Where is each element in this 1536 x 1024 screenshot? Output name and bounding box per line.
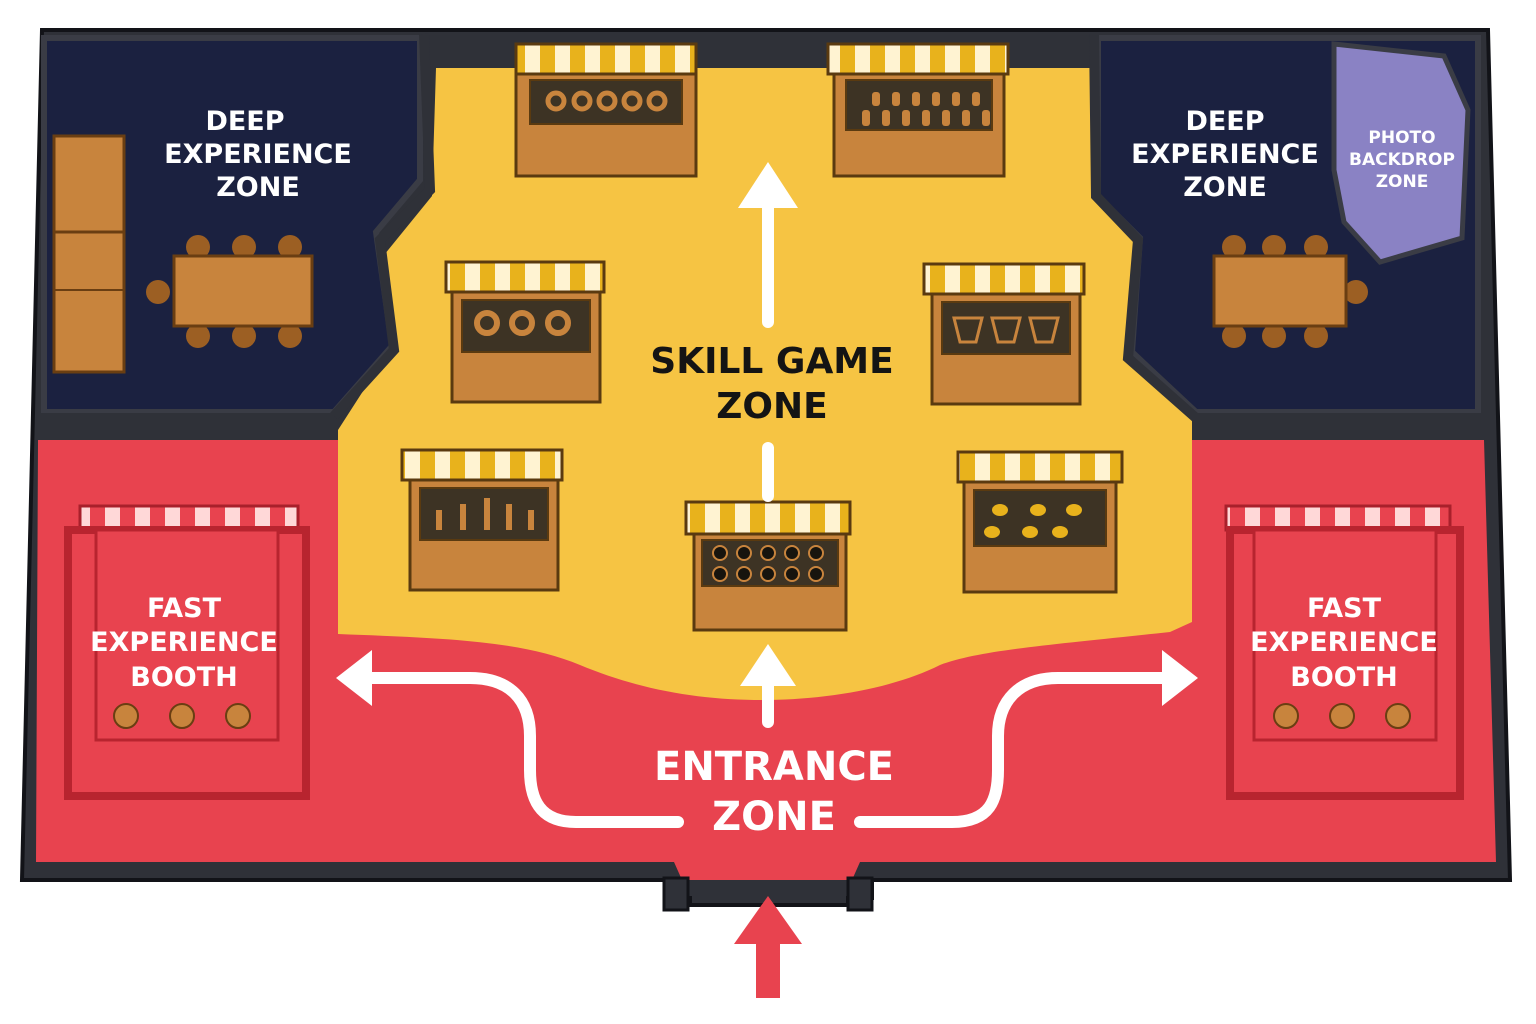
flow-arrow-right: [854, 672, 1174, 828]
fast-left-line1: FAST: [147, 593, 222, 624]
basket-icon: [952, 316, 1060, 344]
ring-toss-stall: [514, 42, 698, 178]
meeting-table-left: [146, 235, 314, 348]
photo-zone-label: PHOTO BACKDROP ZONE: [1349, 128, 1455, 192]
door-post-left: [662, 876, 690, 912]
photo-line2: BACKDROP: [1349, 150, 1455, 170]
hole-icon: [712, 545, 824, 582]
ring-icon: [545, 90, 668, 112]
hoop-ring-stall: [444, 260, 606, 404]
fast-right-line1: FAST: [1307, 593, 1382, 624]
fast-booth-right: [1224, 504, 1464, 800]
fast-left-line2: EXPERIENCE: [90, 627, 278, 658]
photo-line1: PHOTO: [1368, 128, 1435, 148]
deep-left-line2: EXPERIENCE: [164, 139, 352, 170]
flow-arrow-left: [360, 672, 684, 828]
entrance-arrow: [734, 896, 802, 998]
wall-divider-right: [1089, 33, 1482, 423]
wall-divider-left: [330, 33, 436, 420]
flow-arrows: [360, 188, 1174, 828]
duck-pond-stall: [956, 450, 1124, 594]
fast-booth-label-left: FAST EXPERIENCE BOOTH: [90, 593, 278, 693]
peg-icon: [436, 498, 534, 530]
duck-icon: [984, 504, 1082, 538]
entrance-zone-label: ENTRANCE ZONE: [654, 744, 894, 840]
deep-right-line2: EXPERIENCE: [1131, 139, 1319, 170]
deep-left-line1: DEEP: [205, 106, 284, 137]
bottle-knockdown-stall: [826, 42, 1010, 178]
entrance-line1: ENTRANCE: [654, 744, 894, 790]
deep-zone-label-right: DEEP EXPERIENCE ZONE: [1131, 106, 1319, 203]
deep-left-line3: ZONE: [216, 172, 300, 203]
skill-zone-label: SKILL GAME ZONE: [650, 341, 893, 427]
arrow-heads: [336, 162, 1198, 706]
door-post-right: [846, 876, 874, 912]
bottle-icon: [862, 92, 990, 126]
peg-game-stall: [400, 448, 564, 592]
basketball-stall: [922, 262, 1086, 406]
fast-left-line3: BOOTH: [130, 662, 238, 693]
skill-line2: ZONE: [716, 386, 827, 427]
fast-booth-left: [64, 504, 310, 800]
meeting-table-right: [1212, 235, 1368, 348]
photo-line3: ZONE: [1376, 172, 1429, 192]
photo-backdrop-zone: [1331, 41, 1471, 265]
deep-zone-label-left: DEEP EXPERIENCE ZONE: [164, 106, 352, 203]
fast-right-line3: BOOTH: [1290, 662, 1398, 693]
fast-booth-label-right: FAST EXPERIENCE BOOTH: [1250, 593, 1438, 693]
fast-right-line2: EXPERIENCE: [1250, 627, 1438, 658]
hole-toss-stall: [684, 500, 852, 632]
shelf-left: [52, 134, 126, 374]
entrance-line2: ZONE: [712, 794, 836, 840]
deep-right-line1: DEEP: [1185, 106, 1264, 137]
deep-right-line3: ZONE: [1183, 172, 1267, 203]
skill-line1: SKILL GAME: [650, 341, 893, 382]
